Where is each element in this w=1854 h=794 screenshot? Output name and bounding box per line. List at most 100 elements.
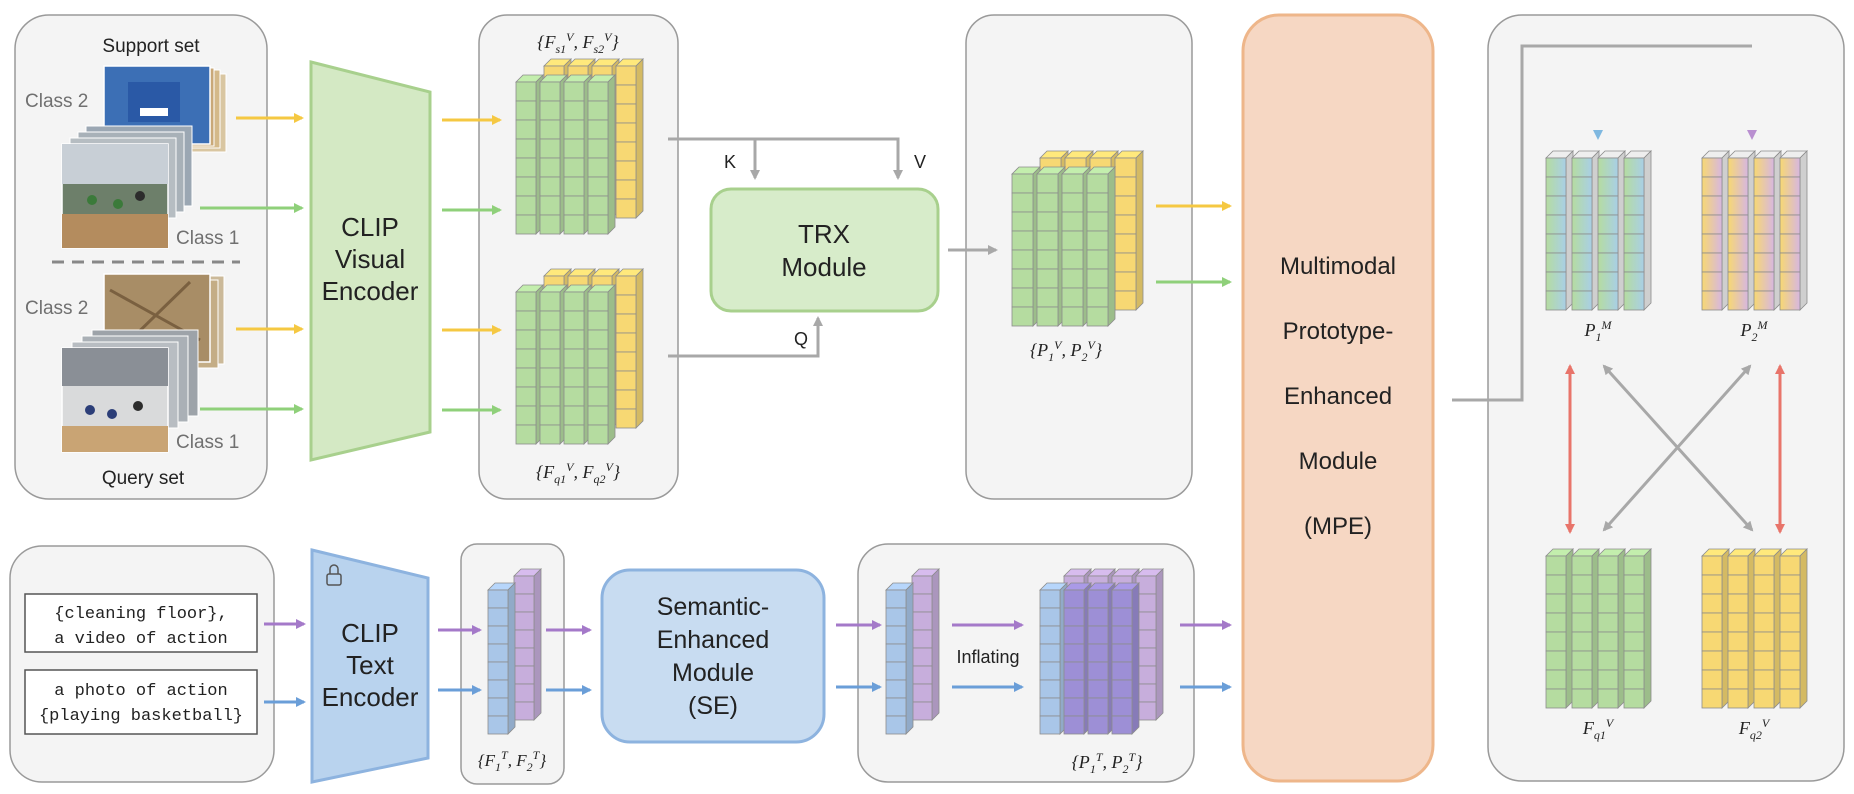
prompt-panel: [9, 545, 275, 783]
blue-column: [1111, 582, 1140, 735]
mpe-output-line: [1452, 44, 1752, 402]
q-label: Q: [794, 329, 808, 349]
clip-visual-encoder: [309, 60, 432, 462]
front-column: [587, 74, 616, 235]
support-class1-label: Class 1: [176, 228, 239, 249]
se-line4: (SE): [688, 692, 738, 720]
purple-column: [513, 568, 542, 721]
fq1-column: [1597, 548, 1626, 709]
blue-column: [1039, 582, 1068, 735]
prompt2-line1: a photo of action: [54, 682, 227, 701]
back-column: [615, 58, 644, 219]
p1m-column: [1571, 150, 1600, 311]
support-class2-label: Class 2: [25, 91, 88, 112]
visual-encoder-line2: Visual: [335, 244, 405, 274]
front-column: [1086, 166, 1116, 327]
arrow-q: [668, 316, 823, 358]
back-column: [615, 268, 644, 429]
p1m-stack: [1545, 150, 1652, 311]
p1m-column: [1597, 150, 1626, 311]
support-feature-stack: [515, 58, 644, 235]
p2m-column: [1701, 150, 1730, 311]
p1m-label: P1M: [1584, 318, 1613, 344]
purple-column: [911, 568, 940, 721]
text-encoder-line2: Text: [346, 650, 394, 680]
visual-prototype-stack: [1011, 150, 1144, 327]
p2m-column: [1753, 150, 1782, 311]
text-prototype-label: {P1T, P2T}: [1072, 750, 1144, 776]
front-column: [1011, 166, 1041, 327]
text-prototype-stack: [1039, 568, 1164, 735]
blue-column: [1087, 582, 1116, 735]
text-encoder-line1: CLIP: [341, 618, 399, 648]
query-feature-stack: [515, 268, 644, 445]
query-class1-label: Class 1: [176, 432, 239, 453]
fq2-column: [1727, 548, 1756, 709]
blue-column: [1063, 582, 1092, 735]
visual-encoder-line3: Encoder: [322, 276, 419, 306]
fq2-column: [1779, 548, 1808, 709]
fq2-label: Fq2V: [1738, 716, 1771, 742]
se-line3: Module: [672, 659, 754, 687]
fq1-column: [1545, 548, 1574, 709]
mpe-line1: Multimodal: [1280, 253, 1396, 280]
mpe-line5: (MPE): [1304, 513, 1372, 540]
text-feature-stack: [487, 568, 542, 735]
query-class2-label: Class 2: [25, 298, 88, 319]
p2m-column: [1727, 150, 1756, 311]
gray-cross-arrow-2: [1602, 364, 1752, 532]
se-output-stack: [885, 568, 940, 735]
mpe-line2: Prototype-: [1283, 318, 1394, 345]
front-column: [539, 74, 568, 235]
query-class1-video-stack: [61, 329, 199, 453]
p2m-column: [1779, 150, 1808, 311]
blue-column: [885, 582, 914, 735]
front-column: [1036, 166, 1066, 327]
p2m-stack: [1701, 150, 1808, 311]
p2m-label: P2M: [1740, 318, 1769, 344]
blue-column: [487, 582, 516, 735]
fq2-stack: [1701, 548, 1808, 709]
fq2-column: [1701, 548, 1730, 709]
prompt2-line2: {playing basketball}: [39, 707, 243, 726]
text-encoder-line3: Encoder: [322, 682, 419, 712]
fq1-column: [1623, 548, 1652, 709]
prompt1-line1: {cleaning floor},: [54, 605, 227, 624]
lock-icon: [326, 564, 342, 586]
query-set-title: Query set: [102, 468, 185, 489]
text-features-label: {F1T, F2T}: [478, 748, 546, 774]
mpe-line3: Enhanced: [1284, 383, 1392, 410]
visual-encoder-line1: CLIP: [341, 212, 399, 242]
prompt-box-1: [24, 593, 258, 653]
front-column: [539, 284, 568, 445]
mpe-line4: Module: [1299, 448, 1378, 475]
inflating-label: Inflating: [956, 647, 1019, 667]
mpe-module: [1241, 13, 1435, 783]
front-column: [563, 284, 592, 445]
v-label: V: [914, 152, 926, 172]
front-column: [515, 284, 544, 445]
front-column: [587, 284, 616, 445]
p1m-column: [1623, 150, 1652, 311]
purple-column: [1135, 568, 1164, 721]
fq2-column: [1753, 548, 1782, 709]
front-column: [515, 74, 544, 235]
query-features-label: {Fq1V, Fq2V}: [536, 460, 621, 486]
support-set-title: Support set: [102, 36, 200, 57]
k-label: K: [724, 152, 736, 172]
back-column: [1114, 150, 1144, 311]
front-column: [1061, 166, 1091, 327]
trx-line2: Module: [781, 252, 866, 282]
trx-module: [709, 187, 940, 313]
clip-text-encoder: [310, 548, 430, 784]
fq1-column: [1571, 548, 1600, 709]
fq1-label: Fq1V: [1582, 716, 1615, 742]
prompt1-line2: a video of action: [54, 630, 227, 649]
trx-line1: TRX: [798, 219, 850, 249]
se-line1: Semantic-: [657, 593, 770, 621]
p1m-column: [1545, 150, 1574, 311]
se-module: [600, 568, 826, 744]
prompt-box-2: [24, 669, 258, 735]
se-line2: Enhanced: [657, 626, 770, 654]
